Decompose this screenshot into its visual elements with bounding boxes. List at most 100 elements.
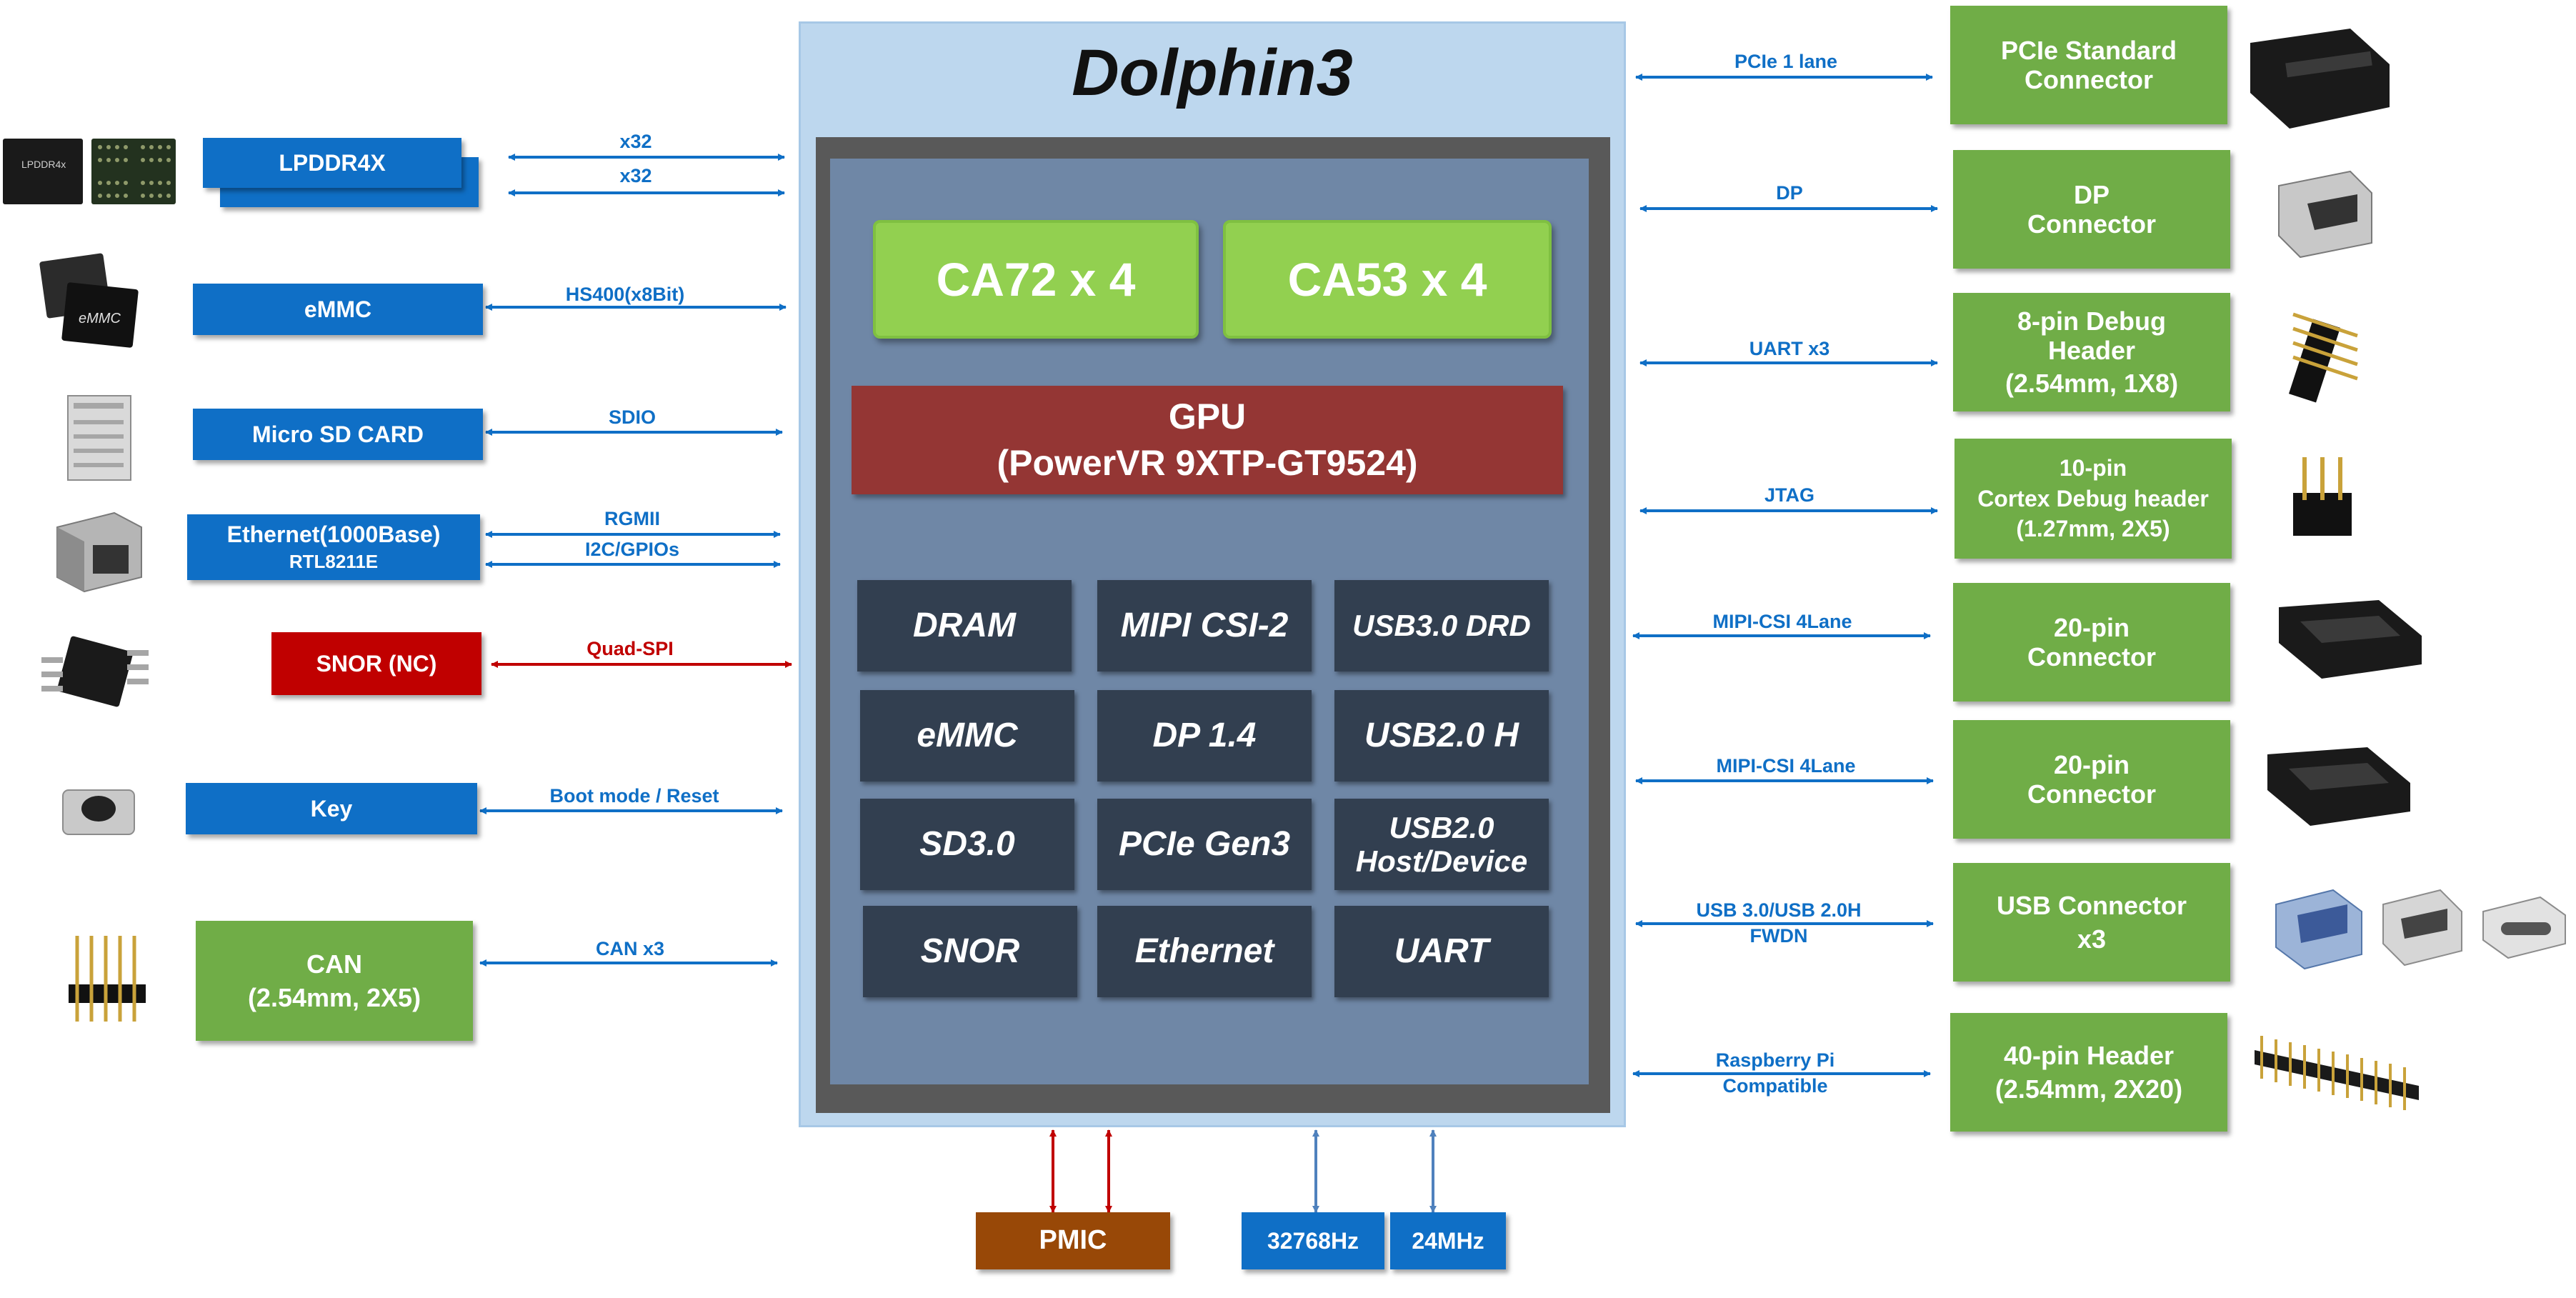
link-raspberry-line1: Raspberry Pi: [1715, 1049, 1835, 1071]
link-dp: DP: [1776, 182, 1803, 204]
emmc-box: eMMC: [193, 284, 483, 335]
pcie-slot-image: [2250, 29, 2390, 129]
gpu-block: GPU (PowerVR 9XTP-GT9524): [852, 386, 1563, 494]
link-rgmii: RGMII: [604, 508, 660, 529]
clock-32k-box: 32768Hz: [1242, 1212, 1384, 1269]
usb-connector-sub: x3: [2077, 924, 2107, 954]
fpc-connector-1-image: [2279, 600, 2422, 679]
link-emmc: HS400(x8Bit): [565, 284, 685, 305]
pin-header-2x5-image: [69, 936, 146, 1022]
header40-box: 40-pin Header (2.54mm, 2X20): [1950, 1013, 2227, 1132]
dp-connector-box: DP Connector: [1953, 150, 2230, 269]
debug10-box: 10-pin Cortex Debug header (1.27mm, 2X5): [1955, 439, 2232, 559]
link-csi1: MIPI-CSI 4Lane: [1712, 611, 1852, 632]
pin-header-1x8-image: [2288, 312, 2358, 403]
lpddr-label: LPDDR4X: [279, 149, 386, 176]
pcie-connector-label: PCIe Standard Connector: [2000, 35, 2177, 94]
lpddr-chip-text: LPDDR4x: [21, 159, 66, 170]
ip-pcie-gen3: PCIe Gen3: [1097, 799, 1312, 890]
can-sub: (2.54mm, 2X5): [247, 983, 421, 1012]
snor-label: SNOR (NC): [316, 650, 437, 677]
emmc-chip-image: eMMC: [39, 253, 139, 348]
header40-sub: (2.54mm, 2X20): [1995, 1074, 2183, 1104]
link-can: CAN x3: [595, 938, 665, 959]
clock-32k-label: 32768Hz: [1267, 1227, 1359, 1254]
key-box: Key: [186, 783, 477, 834]
csi1-connector-label: 20-pin Connector: [2027, 612, 2156, 672]
csi2-connector-label: 20-pin Connector: [2027, 749, 2156, 809]
debug8-label: 8-pin Debug Header: [2017, 306, 2166, 366]
key-label: Key: [310, 795, 353, 822]
ip-ethernet: Ethernet: [1097, 906, 1312, 997]
ip-usb3-drd: USB3.0 DRD: [1334, 580, 1549, 672]
pmic-label: PMIC: [1039, 1225, 1107, 1256]
ip-dp14: DP 1.4: [1097, 690, 1312, 782]
link-pcie: PCIe 1 lane: [1734, 51, 1838, 72]
csi1-connector-box: 20-pin Connector: [1953, 583, 2230, 702]
core-ca72: CA72 x 4: [873, 220, 1199, 339]
debug8-box: 8-pin Debug Header (2.54mm, 1X8): [1953, 293, 2230, 411]
clock-24m-box: 24MHz: [1390, 1212, 1506, 1269]
usb-connector-label: USB Connector: [1996, 890, 2187, 920]
lpddr-chip-image: LPDDR4x: [3, 139, 176, 204]
rj45-jack-image: [56, 511, 142, 593]
pmic-box: PMIC: [976, 1212, 1170, 1269]
link-lpddr-1: x32: [619, 131, 652, 152]
ip-usb2-host-device: USB2.0 Host/Device: [1334, 799, 1549, 890]
debug10-sub2: (1.27mm, 2X5): [2016, 516, 2170, 542]
link-i2c-gpio: I2C/GPIOs: [584, 539, 680, 560]
ethernet-phy: RTL8211E: [289, 551, 379, 573]
link-uart: UART x3: [1749, 338, 1830, 359]
dp-port-image: [2278, 170, 2372, 259]
gpu-model: (PowerVR 9XTP-GT9524): [997, 443, 1418, 483]
dp-connector-label: DP Connector: [2027, 179, 2156, 239]
snor-chip-image: [41, 636, 149, 707]
link-raspberry: Raspberry Pi Compatible: [1716, 1047, 1835, 1099]
pcie-connector-box: PCIe Standard Connector: [1950, 6, 2227, 124]
ip-snor: SNOR: [863, 906, 1077, 997]
micro-sd-label: Micro SD CARD: [251, 421, 424, 447]
csi2-connector-box: 20-pin Connector: [1953, 720, 2230, 839]
snor-box: SNOR (NC): [271, 632, 481, 695]
ip-usb2-host: USB2.0 H: [1334, 690, 1549, 782]
link-sdio: SDIO: [608, 406, 657, 428]
micro-sd-box: Micro SD CARD: [193, 409, 483, 460]
can-label: CAN: [306, 949, 362, 979]
ip-dram: DRAM: [857, 580, 1072, 672]
link-usb: USB 3.0/USB 2.0H FWDN: [1696, 897, 1861, 949]
usb-connector-box: USB Connector x3: [1953, 863, 2230, 982]
gpu-title: GPU: [1168, 396, 1247, 436]
debug8-sub: (2.54mm, 1X8): [2005, 368, 2179, 398]
link-quad-spi: Quad-SPI: [586, 638, 674, 659]
sd-card-slot-image: [67, 395, 131, 481]
link-jtag: JTAG: [1764, 484, 1815, 506]
tact-switch-image: [62, 789, 135, 835]
emmc-chip-text: eMMC: [79, 311, 121, 326]
pin-header-2x20-image: [2255, 1036, 2419, 1110]
ip-mipi-csi2: MIPI CSI-2: [1097, 580, 1312, 672]
ethernet-label: Ethernet(1000Base): [226, 521, 441, 547]
emmc-label: eMMC: [304, 296, 372, 322]
link-raspberry-line2: Compatible: [1722, 1075, 1828, 1097]
ip-uart: UART: [1334, 906, 1549, 997]
link-usb-line2: FWDN: [1749, 925, 1808, 947]
debug10-label: 10-pin: [2059, 454, 2127, 481]
lpddr-box: LPDDR4X: [203, 138, 461, 188]
link-lpddr-2: x32: [619, 165, 652, 186]
clock-24m-label: 24MHz: [1412, 1227, 1484, 1254]
pin-header-2x5-small-image: [2293, 457, 2352, 536]
fpc-connector-2-image: [2267, 747, 2410, 826]
link-usb-line1: USB 3.0/USB 2.0H: [1696, 899, 1862, 921]
debug10-sub1: Cortex Debug header: [1977, 485, 2209, 511]
header40-label: 40-pin Header: [2003, 1040, 2175, 1070]
core-ca53: CA53 x 4: [1223, 220, 1552, 339]
usb-ports-image: [2275, 889, 2566, 970]
link-csi2: MIPI-CSI 4Lane: [1716, 755, 1856, 777]
ip-emmc: eMMC: [860, 690, 1074, 782]
soc-title: Dolphin3: [1072, 36, 1353, 109]
link-boot-mode: Boot mode / Reset: [549, 785, 719, 807]
ip-sd30: SD3.0: [860, 799, 1074, 890]
ethernet-box: Ethernet(1000Base) RTL8211E: [187, 514, 480, 580]
